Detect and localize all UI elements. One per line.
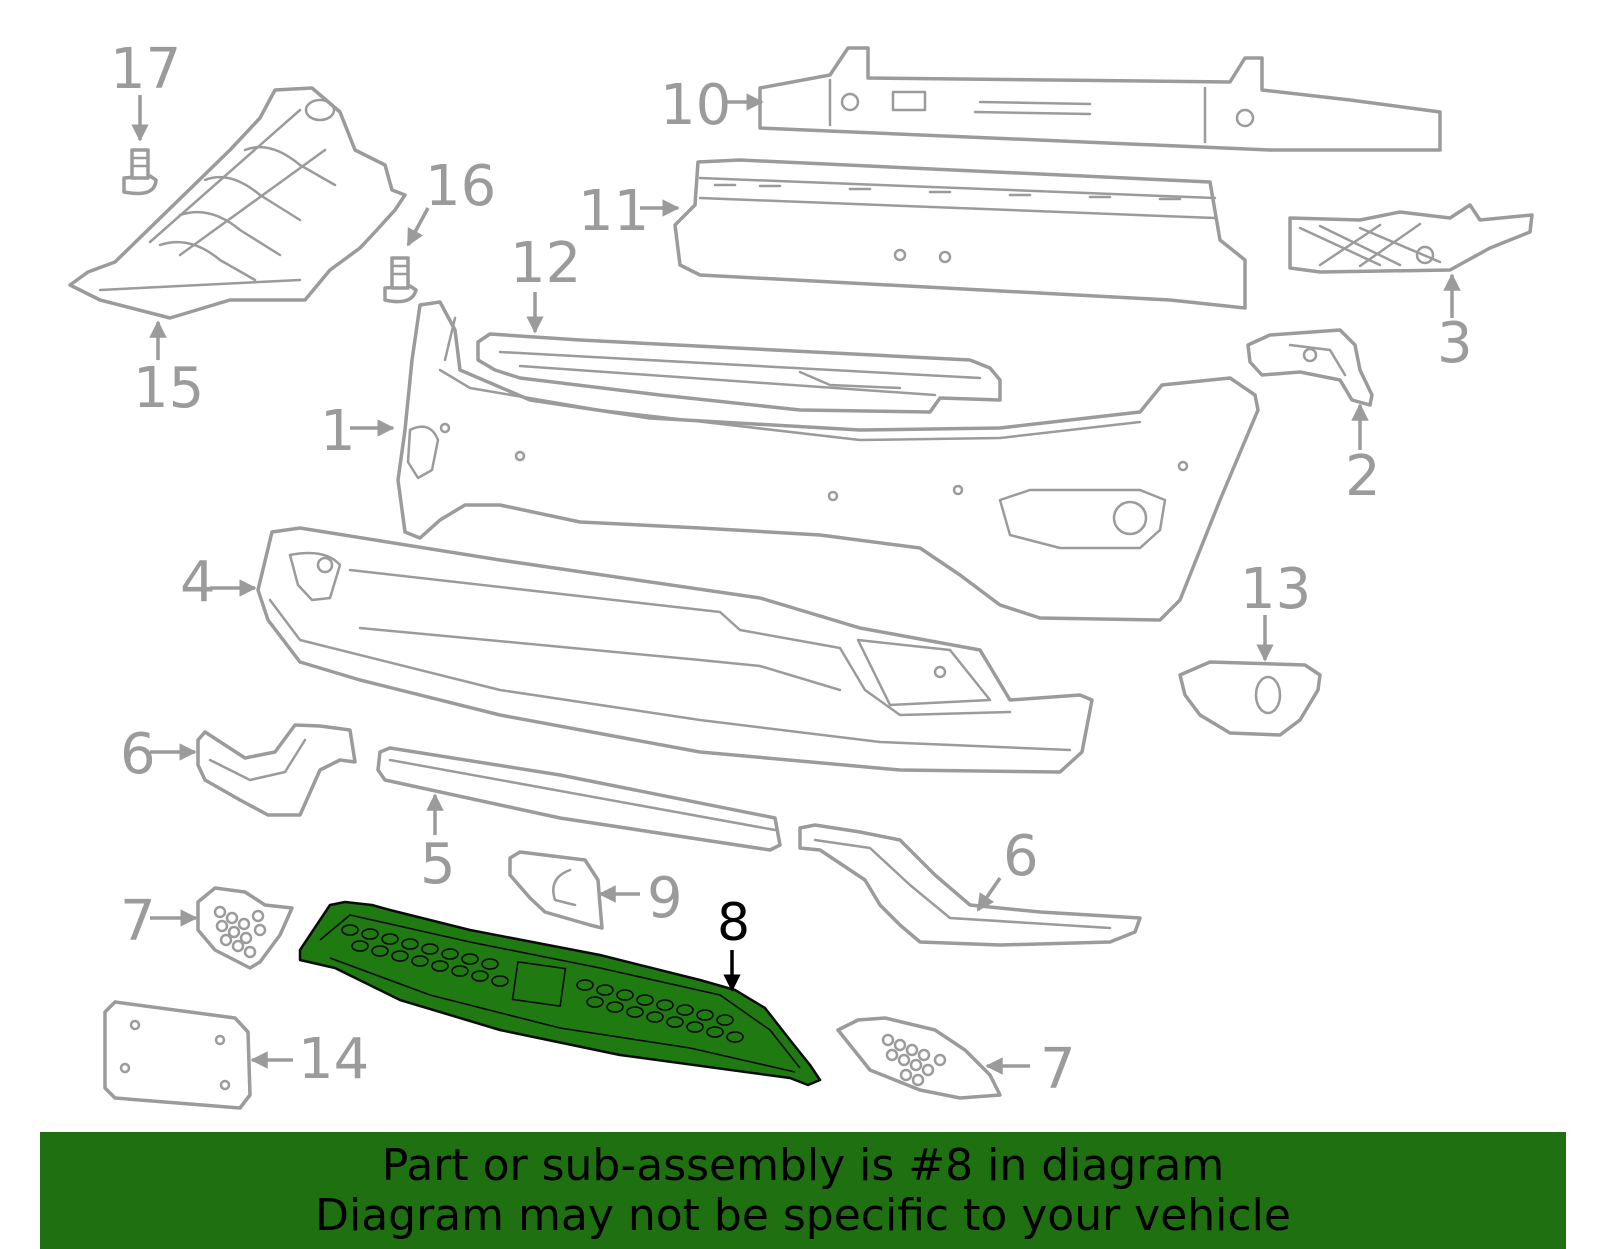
callout-2: 2 [1345,444,1381,509]
callout-7-right: 7 [1040,1037,1076,1102]
part-9-bezel: 9 [508,850,683,931]
callout-6-right: 6 [1003,824,1039,889]
part-13-fog-bezel: 13 [1178,557,1322,737]
part-4-lower-fascia: 4 [180,526,1094,774]
callout-14: 14 [298,1027,369,1092]
callout-6-left: 6 [120,722,156,787]
part-6-right-bracket: 6 [798,823,1142,947]
callout-1: 1 [320,399,356,464]
part-16-bolt: 16 [383,154,496,304]
banner-line-2: Diagram may not be specific to your vehi… [315,1189,1291,1241]
part-1-bumper-cover: 1 [320,300,1260,622]
callout-3: 3 [1437,311,1473,376]
callout-8: 8 [717,893,750,953]
info-banner: Part or sub-assembly is #8 in diagram Di… [40,1132,1566,1249]
part-7-left-insert: 7 [120,886,294,970]
callout-15: 15 [133,356,204,421]
callout-16: 16 [425,154,496,219]
part-5-lower-strip: 5 [376,746,782,897]
part-10-reinforcement-beam: 10 [660,46,1442,152]
part-11-absorber: 11 [578,158,1247,310]
callout-12: 12 [510,231,581,296]
part-7-right-insert: 7 [836,1016,1076,1102]
callout-11: 11 [578,179,649,244]
part-15-splash-shield: 15 [68,86,407,421]
callout-17: 17 [110,37,181,102]
part-12-grille-support: 12 [476,231,1002,414]
callout-5: 5 [420,832,456,897]
callout-7-left: 7 [120,889,156,954]
callout-10: 10 [660,73,731,138]
callout-9: 9 [647,866,683,931]
part-8-lower-grille: 8 [298,893,822,1087]
part-17-bolt: 17 [110,37,181,196]
callout-4: 4 [180,550,216,615]
part-3-bracket: 3 [1288,203,1534,376]
callout-13: 13 [1240,557,1311,622]
banner-line-1: Part or sub-assembly is #8 in diagram [381,1139,1225,1191]
part-6-left-bracket: 6 [120,722,357,817]
part-2-bracket: 2 [1246,328,1381,509]
part-14-license-bracket: 14 [103,1000,369,1110]
